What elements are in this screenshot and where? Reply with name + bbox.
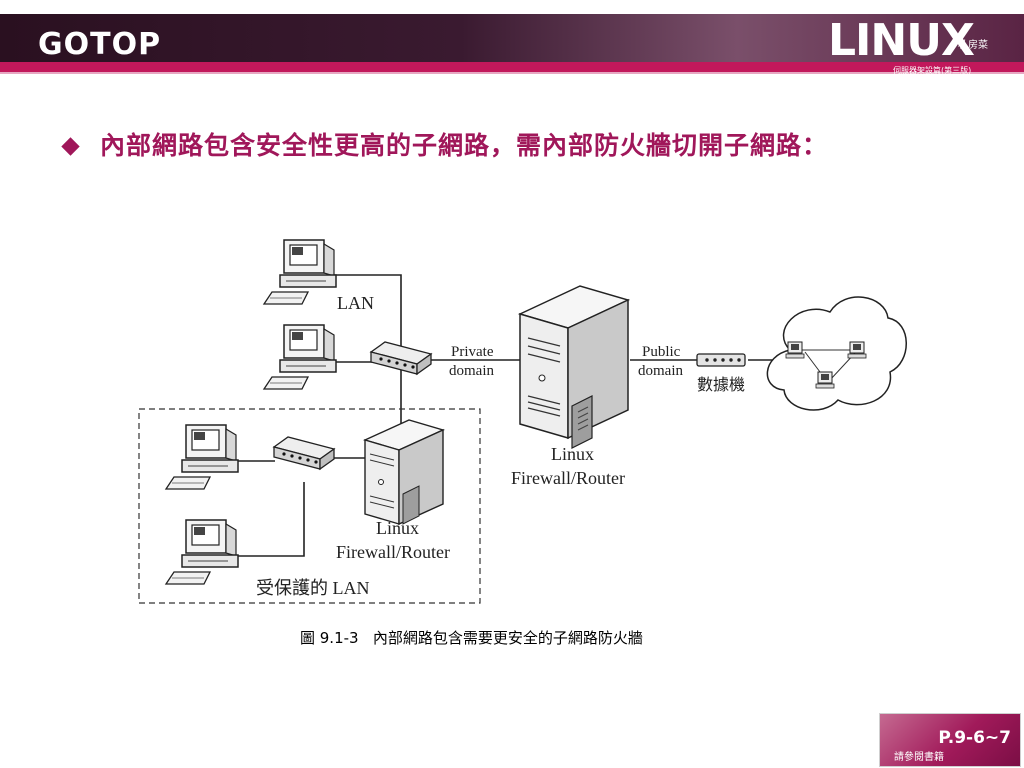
brand-logo: GOTOP bbox=[38, 27, 162, 62]
private-label-line1: Private bbox=[451, 344, 494, 360]
linux-logo-subtitle: 伺服器架設篇(第三版) bbox=[893, 66, 972, 75]
lan-computer-1 bbox=[263, 239, 337, 305]
internet-cloud-icon bbox=[766, 296, 907, 411]
protected-lan-boundary bbox=[138, 408, 481, 604]
public-label-line1: Public bbox=[642, 344, 681, 360]
connection-lines bbox=[237, 274, 785, 557]
slide-title: 內部網路包含安全性更高的子網路，需內部防火牆切開子網路： bbox=[100, 131, 829, 160]
modem-label: 數據機 bbox=[697, 376, 745, 394]
protected-hub-icon bbox=[273, 436, 335, 470]
page-note: 請參閱書籍 bbox=[894, 752, 944, 763]
inner-firewall-server-icon bbox=[362, 419, 446, 526]
page-reference-badge: P.9-6~7 請參閱書籍 bbox=[879, 713, 1021, 767]
modem-icon bbox=[696, 353, 746, 367]
lan-label: LAN bbox=[337, 293, 374, 313]
protected-computer-2 bbox=[165, 519, 239, 585]
linux-logo: LINUX bbox=[828, 15, 975, 66]
lan-computer-2 bbox=[263, 324, 337, 390]
header-background bbox=[0, 0, 1024, 74]
main-router-label-line1: Linux bbox=[551, 444, 594, 464]
protected-computer-1 bbox=[165, 424, 239, 490]
main-firewall-server-icon bbox=[517, 285, 631, 449]
header-banner: GOTOP LINUX 私房菜 伺服器架設篇(第三版) bbox=[0, 0, 1024, 82]
figure-caption: 圖 9.1-3 內部網路包含需要更安全的子網路防火牆 bbox=[300, 629, 643, 647]
inner-router-label-line2: Firewall/Router bbox=[336, 542, 450, 562]
inner-router-label-line1: Linux bbox=[376, 518, 419, 538]
linux-logo-side: 私房菜 bbox=[958, 40, 988, 51]
page-number: P.9-6~7 bbox=[938, 728, 1011, 748]
lan-hub-icon bbox=[370, 341, 432, 375]
protected-lan-label: 受保護的 LAN bbox=[256, 578, 370, 598]
private-label-line2: domain bbox=[449, 363, 494, 379]
public-label-line2: domain bbox=[638, 363, 683, 379]
main-router-label-line2: Firewall/Router bbox=[511, 468, 625, 488]
